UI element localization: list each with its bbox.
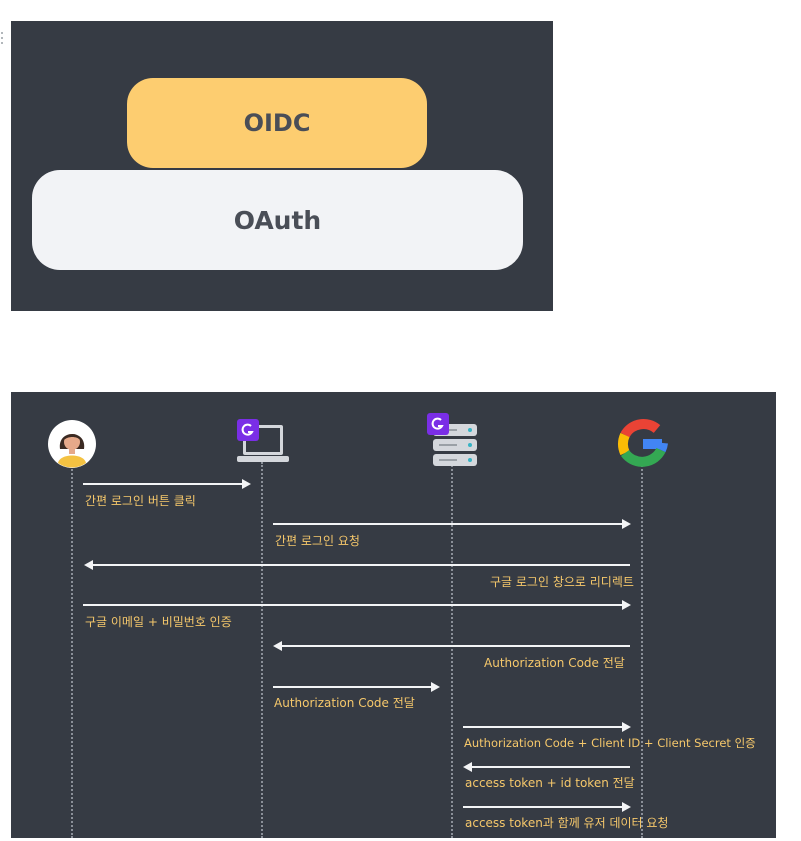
lifeline-server bbox=[451, 462, 453, 838]
message-label: 간편 로그인 요청 bbox=[275, 534, 360, 548]
lifeline-client bbox=[261, 462, 263, 838]
message-label: Authorization Code 전달 bbox=[484, 656, 625, 670]
message-label: Authorization Code + Client ID + Client … bbox=[464, 736, 756, 750]
app-badge-icon bbox=[237, 419, 259, 441]
user-avatar-icon bbox=[47, 419, 97, 473]
message-label: access token + id token 전달 bbox=[465, 776, 635, 790]
message-label: access token과 함께 유저 데이터 요청 bbox=[465, 816, 669, 830]
message-label: 구글 이메일 + 비밀번호 인증 bbox=[85, 615, 232, 629]
oidc-oauth-diagram: OIDC OAuth bbox=[11, 21, 553, 311]
message-arrow bbox=[463, 722, 631, 732]
google-logo-icon bbox=[616, 417, 670, 475]
lifeline-user bbox=[71, 462, 73, 838]
oidc-layer: OIDC bbox=[127, 78, 427, 168]
message-arrow bbox=[273, 682, 440, 692]
server-badge-icon bbox=[427, 413, 449, 435]
message-arrow bbox=[463, 802, 631, 812]
message-arrow bbox=[83, 479, 251, 489]
message-arrow bbox=[83, 600, 631, 610]
message-arrow bbox=[84, 560, 630, 570]
message-arrow bbox=[273, 519, 631, 529]
message-label: 간편 로그인 버튼 클릭 bbox=[85, 494, 196, 508]
oauth-layer: OAuth bbox=[32, 170, 523, 270]
message-label: 구글 로그인 창으로 리디렉트 bbox=[490, 575, 634, 589]
lifeline-google bbox=[641, 462, 643, 838]
drag-handle[interactable] bbox=[0, 32, 4, 47]
sequence-diagram: 간편 로그인 버튼 클릭 간편 로그인 요청 구글 로그인 창으로 리디렉트 구… bbox=[11, 392, 776, 838]
message-arrow bbox=[273, 641, 630, 651]
message-label: Authorization Code 전달 bbox=[274, 696, 415, 710]
message-arrow bbox=[463, 762, 630, 772]
